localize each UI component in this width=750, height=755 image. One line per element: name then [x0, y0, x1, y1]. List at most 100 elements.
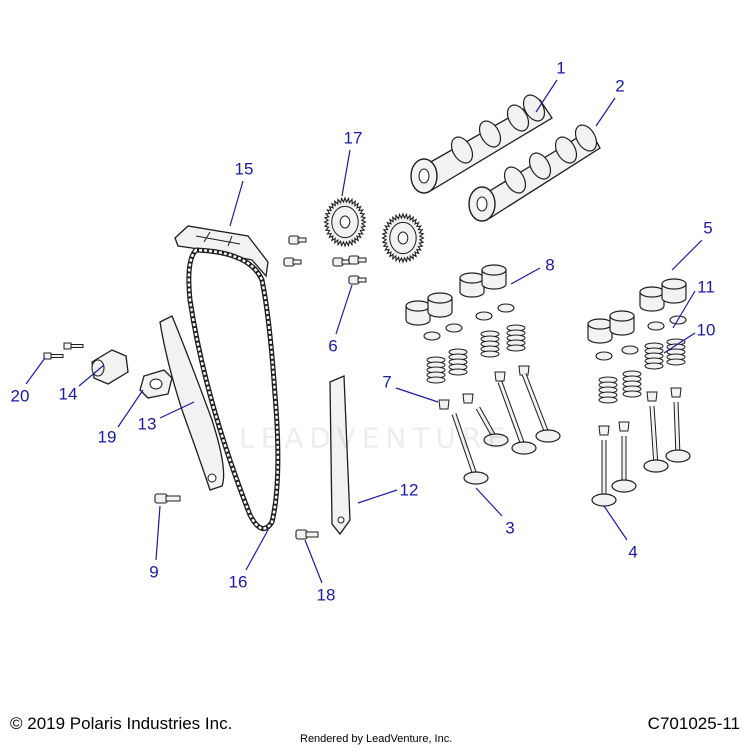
- valve-bucket-intake: [459, 272, 485, 298]
- bolt-shank: [292, 259, 302, 265]
- valve-head: [643, 459, 669, 473]
- sprocket-bore: [339, 215, 351, 229]
- callout-6[interactable]: 6: [328, 336, 338, 356]
- bucket-top: [587, 318, 613, 330]
- sprocket-hub: [331, 205, 359, 239]
- leader-line-14: [78, 364, 105, 387]
- leader-line-11: [672, 290, 696, 329]
- valve-spring: [598, 376, 618, 404]
- bucket-top: [609, 310, 635, 322]
- callout-2[interactable]: 2: [615, 76, 625, 96]
- guide-bolt-head: [154, 493, 168, 504]
- leader-line-7: [395, 387, 439, 403]
- callout-5[interactable]: 5: [703, 218, 713, 238]
- leader-line-8: [510, 267, 541, 285]
- spring-coil: [480, 350, 500, 358]
- valve-head: [463, 471, 489, 485]
- cam-lobe: [478, 120, 502, 148]
- leader-line-5: [671, 239, 703, 271]
- callout-20[interactable]: 20: [10, 386, 30, 406]
- valve-head: [665, 449, 691, 463]
- callout-4[interactable]: 4: [628, 542, 638, 562]
- valve-seal: [646, 391, 658, 402]
- callout-13[interactable]: 13: [137, 414, 157, 434]
- diagram-code: C701025-11: [647, 714, 740, 733]
- watermark: LEADVENTURE: [238, 421, 512, 455]
- copyright-text: © 2019 Polaris Industries Inc.: [10, 714, 233, 733]
- exhaust-valve: [665, 401, 691, 463]
- leader-line-17: [341, 149, 351, 197]
- timing-chain-links: [187, 248, 280, 530]
- intake-valve: [451, 413, 489, 485]
- spring-coil: [598, 396, 618, 404]
- chain-guide-upper-detail: [195, 231, 241, 247]
- callout-19[interactable]: 19: [97, 427, 117, 447]
- leader-line-19: [117, 389, 144, 428]
- callout-8[interactable]: 8: [545, 255, 555, 275]
- cam-lobe: [503, 166, 527, 194]
- cam-sprocket-exhaust: [381, 212, 425, 264]
- valve-retainer: [497, 303, 515, 313]
- bolt: [288, 235, 307, 245]
- callout-3[interactable]: 3: [505, 518, 515, 538]
- bolt: [348, 255, 367, 265]
- spring-coil: [448, 368, 468, 376]
- valve-head: [535, 429, 561, 443]
- leader-line-18: [304, 539, 323, 584]
- valve-stem: [650, 405, 658, 467]
- valve-stem: [452, 413, 478, 479]
- valve-retainer: [621, 345, 639, 355]
- sprocket-bore: [397, 231, 409, 245]
- bucket-top: [427, 292, 453, 304]
- valve-spring: [426, 356, 446, 384]
- bolt: [332, 257, 351, 267]
- callout-10[interactable]: 10: [696, 320, 716, 340]
- leader-lines-layer: [25, 79, 703, 584]
- callout-15[interactable]: 15: [234, 159, 254, 179]
- leader-line-1: [535, 79, 558, 113]
- bucket-top: [405, 300, 431, 312]
- intake-valve: [497, 381, 537, 455]
- callout-14[interactable]: 14: [58, 384, 78, 404]
- valve-retainer: [445, 323, 463, 333]
- camshaft-bore: [476, 196, 488, 212]
- exhaust-valve: [611, 436, 637, 493]
- valve-retainer: [595, 351, 613, 361]
- fixed-chain-guide: [329, 375, 351, 536]
- callout-7[interactable]: 7: [382, 372, 392, 392]
- bolt-shank: [357, 277, 367, 283]
- spring-coil: [426, 376, 446, 384]
- bolt-head: [63, 342, 72, 350]
- valve-spring: [622, 370, 642, 398]
- cam-sprocket-intake: [323, 196, 367, 248]
- valve-bucket-intake: [405, 300, 431, 326]
- valve-bucket-exhaust: [639, 286, 665, 312]
- valve-seal: [518, 365, 530, 376]
- valve-stem: [674, 401, 680, 457]
- cam-lobe: [528, 152, 552, 180]
- exhaust-valve: [643, 405, 669, 473]
- valve-bucket-intake: [427, 292, 453, 318]
- intake-valve: [521, 373, 561, 443]
- fixed-guide-bolt-head: [295, 529, 308, 540]
- callout-11[interactable]: 11: [697, 277, 715, 297]
- bolt-shank: [50, 354, 64, 358]
- camshaft-bore: [418, 168, 430, 184]
- valve-head: [591, 493, 617, 507]
- callout-12[interactable]: 12: [399, 480, 419, 500]
- callout-16[interactable]: 16: [228, 572, 248, 592]
- callout-9[interactable]: 9: [149, 562, 159, 582]
- leader-line-3: [475, 487, 503, 517]
- leader-line-4: [603, 505, 628, 541]
- guide-pivot-hole: [207, 473, 217, 483]
- spring-coil: [622, 390, 642, 398]
- bolt-shank: [297, 237, 307, 243]
- bucket-top: [661, 278, 687, 290]
- callout-18[interactable]: 18: [316, 585, 336, 605]
- parts-layer: [43, 94, 691, 540]
- bolt: [283, 257, 302, 267]
- valve-spring: [666, 338, 686, 366]
- callout-1[interactable]: 1: [556, 58, 566, 78]
- callout-17[interactable]: 17: [343, 128, 363, 148]
